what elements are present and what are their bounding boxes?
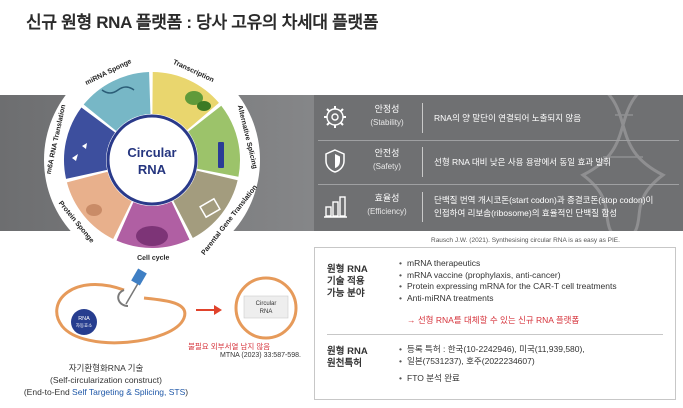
reference-mtna: MTNA (2023) 33:587-598.: [220, 352, 301, 359]
patent-heading: 원형 RNA 원천특허: [327, 346, 368, 369]
transcription-illustration-icon: [185, 91, 203, 105]
patent-list: 등록 특허 : 한국(10-2242946), 미국(11,939,580), …: [399, 344, 585, 385]
info-box: 원형 RNA 기술 적용 가능 분야 mRNA therapeutics mRN…: [314, 247, 676, 400]
wheel-segments: [63, 72, 240, 248]
feature-description: 단백질 번역 개시코돈(start codon)과 종결코돈(stop codo…: [434, 195, 654, 218]
list-item: mRNA therapeutics: [399, 258, 617, 270]
rna-enzyme-label: RNA: [78, 316, 90, 322]
wheel-segment: [116, 201, 190, 248]
segment-illustrations: [72, 86, 224, 246]
page-title: 신규 원형 RNA 플랫폼 : 당사 고유의 차세대 플랫폼: [26, 13, 379, 32]
self-circularization-diagram: RNA 자동효소 Circular RNA: [55, 268, 298, 345]
wheel-segment: [66, 171, 132, 239]
divider: [422, 147, 423, 177]
linear-rna-strand: [55, 283, 187, 345]
divider: [327, 334, 663, 335]
wheel-segment: [152, 72, 219, 131]
feature-row-efficiency: 효율성 (Efficiency) 단백질 번역 개시코돈(start codon…: [314, 186, 683, 228]
translation-illustration-icon: [199, 197, 221, 219]
center-subtitle: RNA: [138, 162, 167, 177]
splicing-illustration-icon: [218, 142, 224, 168]
platform-highlight: → 선형 RNA를 대체할 수 있는 신규 RNA 플랫폼: [407, 315, 580, 325]
wheel-segment: [188, 105, 240, 177]
wheel-segment: [83, 72, 151, 132]
application-heading: 원형 RNA 기술 적용 가능 분야: [327, 264, 368, 299]
list-item: mRNA vaccine (prophylaxis, anti-cancer): [399, 270, 617, 282]
wheel-center: [106, 114, 198, 206]
dna-watermark-icon: [580, 73, 666, 245]
feature-name: 안전성 (Safety): [372, 148, 401, 171]
row-separator: [318, 184, 679, 185]
list-item: Anti-miRNA treatments: [399, 293, 617, 305]
feature-row-safety: 안전성 (Safety) 선형 RNA 대비 낮은 사용 용량에서 동일 효과 …: [314, 141, 683, 183]
feature-description: RNA의 양 말단이 연결되어 노출되지 않음: [434, 112, 582, 123]
pipette-icon: [131, 268, 147, 286]
mirna-illustration-icon: [101, 86, 135, 94]
strand-end: [117, 289, 129, 307]
efficiency-bars-icon: [324, 196, 347, 218]
feature-row-stability: 안정성 (Stability) RNA의 양 말단이 연결되어 노출되지 않음: [314, 97, 683, 139]
cell-cycle-illustration-icon: [136, 226, 168, 246]
divider: [422, 192, 423, 222]
row-separator: [318, 140, 679, 141]
segment-label: Cell cycle: [137, 255, 169, 262]
list-item: 일본(7531237), 호주(2022234607): [399, 356, 585, 368]
stability-gear-icon: [324, 106, 346, 128]
arrow-head-icon: [214, 305, 222, 315]
circular-rna-ring: [234, 276, 298, 340]
reference-top: Rausch J.W. (2021). Synthesising circula…: [431, 237, 620, 244]
protein-sponge-illustration-icon: [86, 204, 102, 216]
circular-rna-sublabel: RNA: [260, 309, 273, 315]
rna-enzyme-sublabel: 자동효소: [76, 322, 93, 329]
transcription-illustration-icon: [197, 101, 211, 111]
list-item: Protein expressing mRNA for the CAR-T ce…: [399, 281, 617, 293]
sts-highlight: Self Targeting & Splicing, STS: [72, 387, 186, 397]
circular-rna-box: [243, 295, 289, 319]
list-item: FTO 분석 완료: [399, 373, 585, 385]
wheel-segment: [63, 107, 116, 179]
application-list: mRNA therapeutics mRNA vaccine (prophyla…: [399, 258, 617, 304]
feature-name: 안정성 (Stability): [370, 104, 404, 127]
m6a-illustration-icon: [72, 143, 87, 161]
safety-shield-icon: [325, 149, 345, 173]
no-external-sequence-note: 불필요 외부서열 남지 않음: [188, 342, 271, 351]
feature-description: 선형 RNA 대비 낮은 사용 용량에서 동일 효과 발휘: [434, 156, 612, 167]
feature-panel: [314, 73, 683, 245]
rna-enzyme-icon: [71, 309, 97, 335]
center-title: Circular: [127, 145, 176, 160]
list-item: 등록 특허 : 한국(10-2242946), 미국(11,939,580),: [399, 344, 585, 356]
circular-rna-label: Circular: [256, 301, 277, 307]
feature-name: 효율성 (Efficiency): [367, 193, 407, 216]
divider: [422, 103, 423, 133]
sts-caption: 자기환형화RNA 기술 (Self-circularization constr…: [23, 363, 189, 397]
